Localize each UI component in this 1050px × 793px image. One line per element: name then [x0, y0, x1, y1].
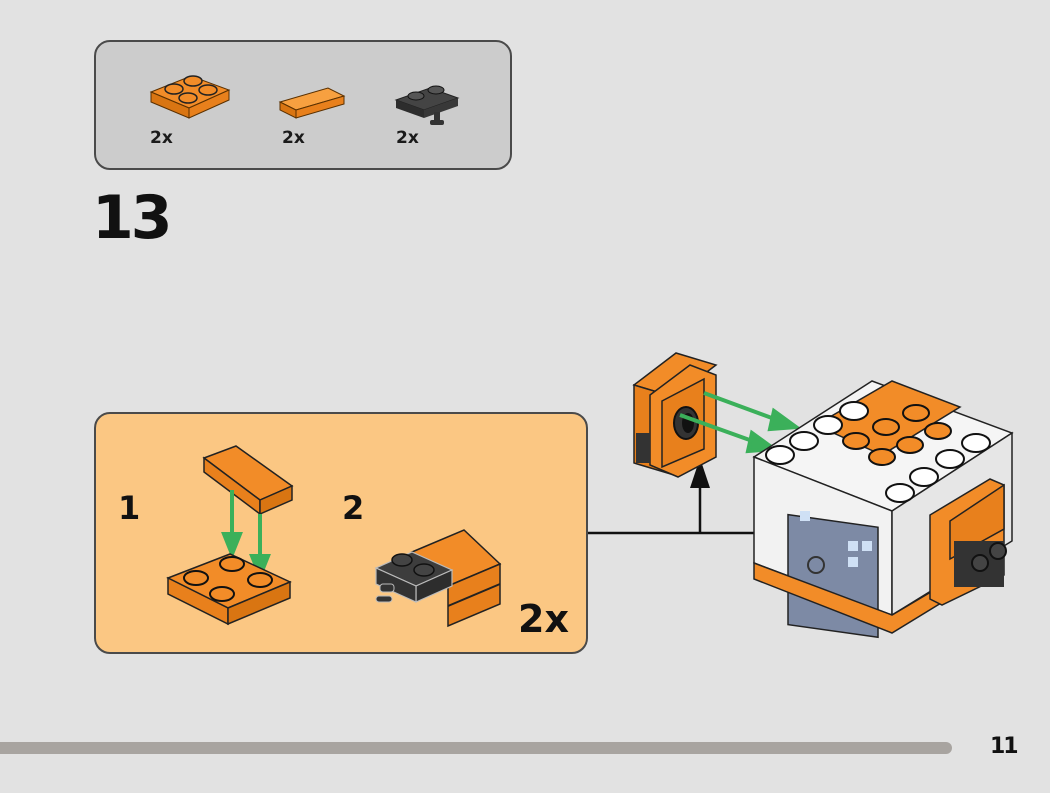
page-number: 11	[990, 734, 1019, 759]
orange-tile-1x2-icon	[278, 87, 346, 119]
step-number: 13	[92, 183, 172, 253]
dark-grey-clip-plate-icon	[394, 85, 460, 125]
progress-bar	[0, 742, 952, 754]
part-count: 2x	[150, 128, 173, 148]
substep-2-illustration	[374, 529, 502, 628]
main-model-illustration	[632, 352, 1014, 639]
parts-list-callout: 2x 2x 2x	[94, 40, 512, 170]
multiplier-label: 2x	[518, 597, 569, 641]
part-count: 2x	[282, 128, 305, 148]
arrow-up-icon	[690, 458, 710, 488]
substep-label-2: 2	[342, 489, 365, 527]
side-assembly-piece	[632, 352, 718, 478]
sub-assembly-callout: 1 2 2x	[94, 412, 588, 654]
substep-1-illustration	[166, 445, 294, 626]
part-count: 2x	[396, 128, 419, 148]
substep-label-1: 1	[118, 489, 141, 527]
orange-plate-2x2-icon	[149, 75, 231, 119]
green-arrow-icon	[679, 391, 802, 454]
